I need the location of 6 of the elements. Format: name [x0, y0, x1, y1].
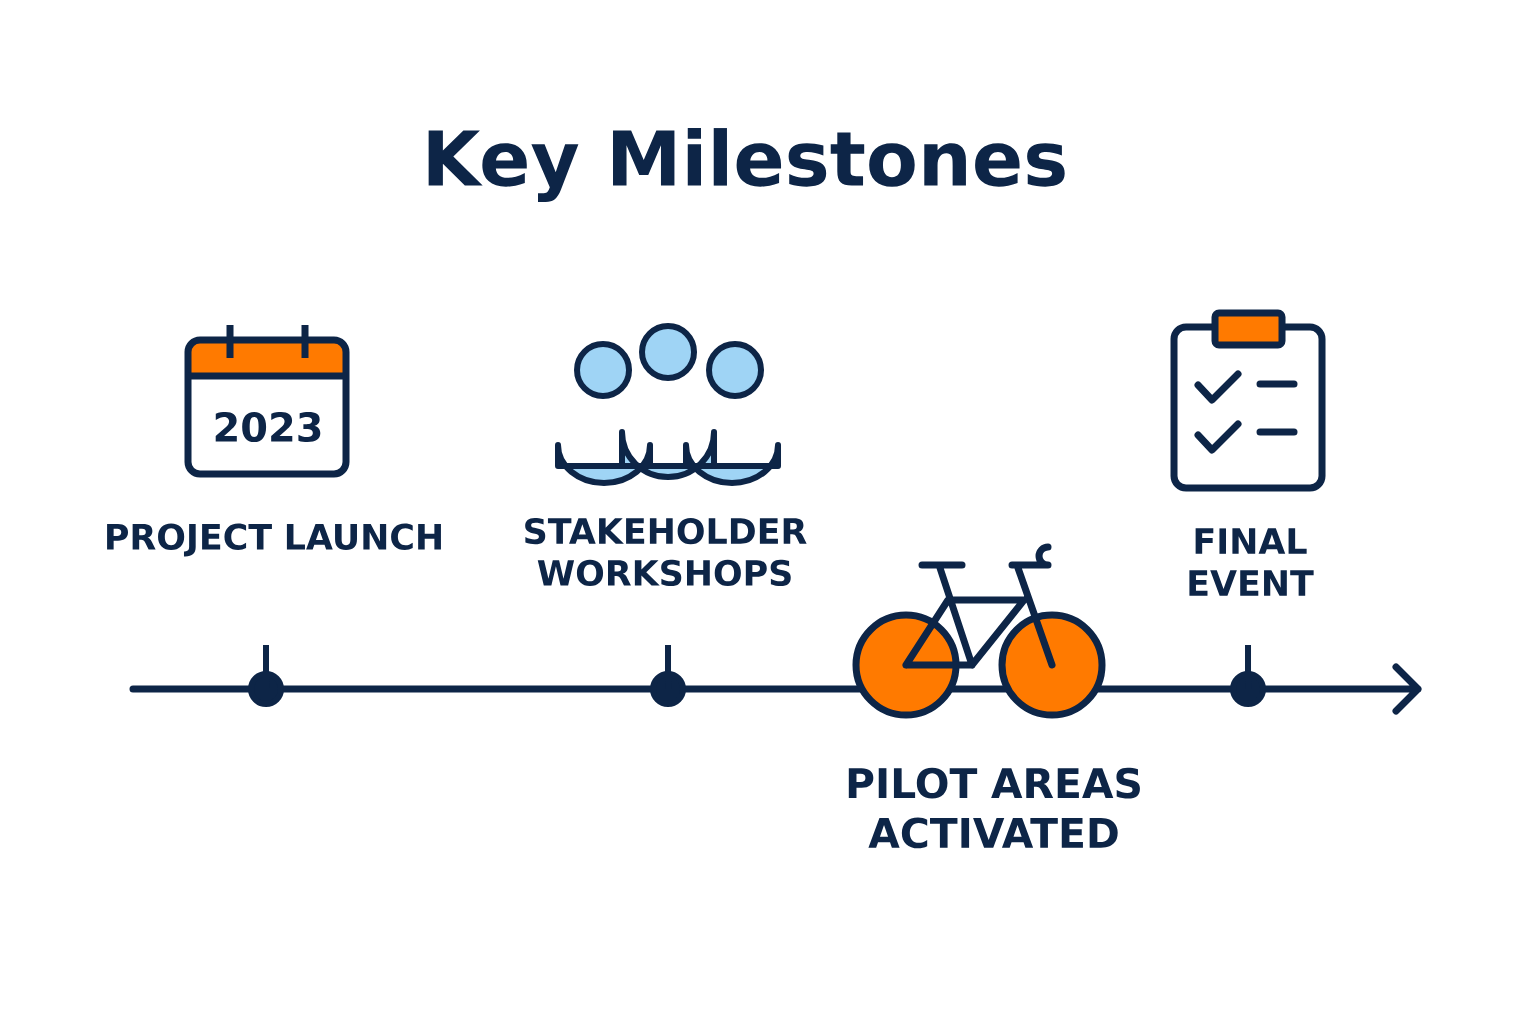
- milestone-label: PROJECT LAUNCH: [107, 523, 441, 557]
- milestone-label: PILOT AREAS ACTIVATED: [848, 767, 1140, 849]
- milestone-label: STAKEHOLDER WORKSHOPS: [525, 517, 807, 587]
- milestone-label: FINAL EVENT: [1189, 528, 1314, 596]
- year-text: 2023: [215, 411, 321, 443]
- title: Key Milestones: [428, 128, 1065, 202]
